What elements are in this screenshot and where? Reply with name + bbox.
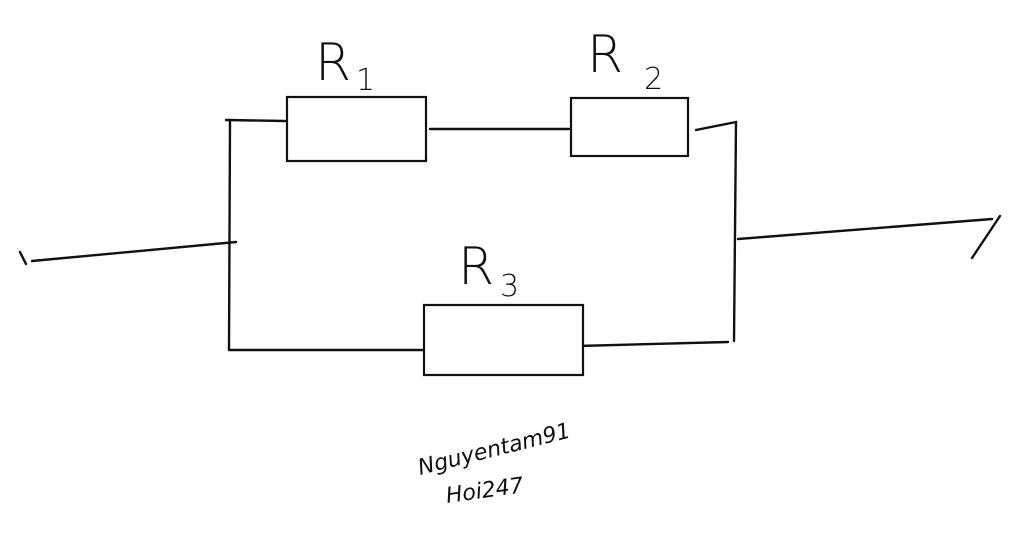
signature-line-2: Hoi247 [444,473,525,509]
signature-line-1: Nguyentam91 [415,419,573,481]
label-r2-letter: R [587,25,623,85]
right-top-stub [694,120,738,132]
left-terminal-tick [18,250,28,266]
left-top-stub [224,118,287,123]
label-r1-letter: R [315,33,351,93]
label-r3-letter: R [458,237,494,297]
right-bottom-wire [576,340,730,348]
signature: Nguyentam91 Hoi247 [415,419,573,509]
right-junction-bus [732,120,738,343]
left-junction-bus [227,118,232,352]
label-r1: R 1 [315,33,375,98]
label-r2: R 2 [587,25,663,97]
resistor-r3 [422,303,585,377]
label-r1-index: 1 [356,63,375,98]
label-r2-index: 2 [644,62,663,97]
resistor-r1 [285,95,428,163]
label-r3: R 3 [458,237,519,304]
label-r3-index: 3 [500,269,519,304]
right-output-wire [736,217,994,241]
resistor-r2 [569,96,690,158]
right-terminal-tick [970,214,1002,260]
left-input-wire [30,240,238,263]
